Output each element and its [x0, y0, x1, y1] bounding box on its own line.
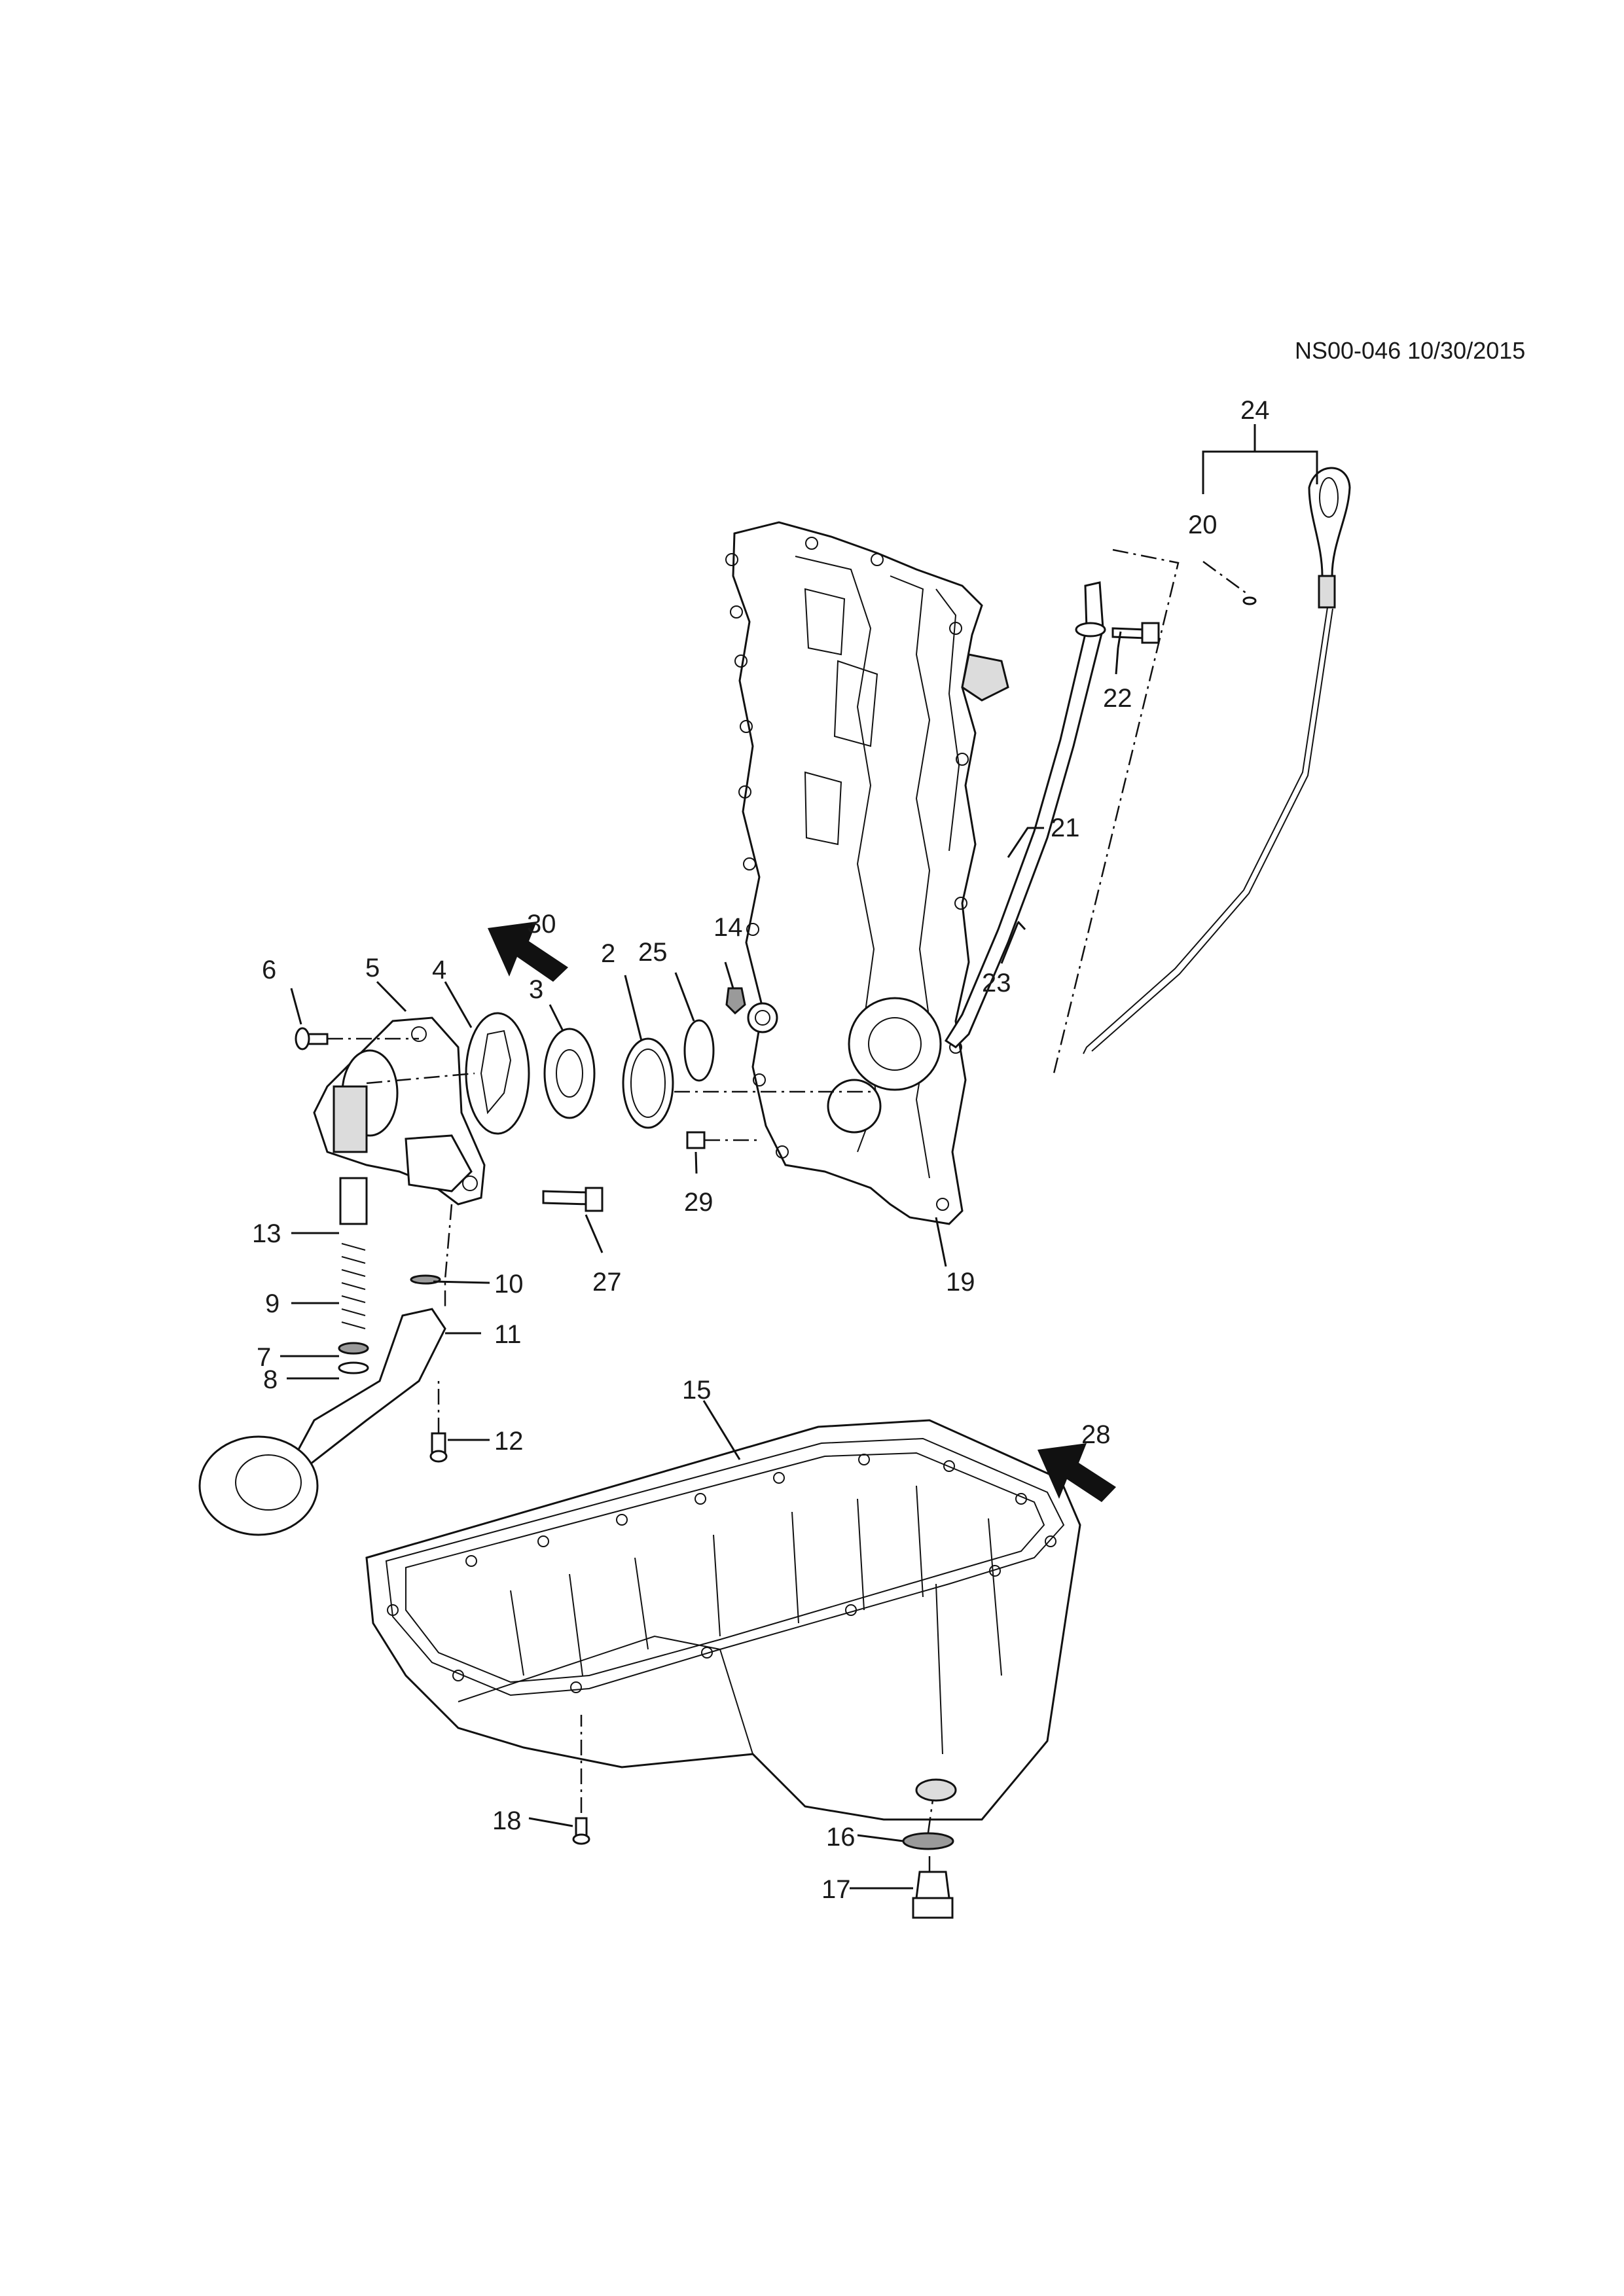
callout-14: 14 — [713, 913, 743, 942]
o-ring — [683, 1019, 715, 1082]
callout-23: 23 — [982, 969, 1011, 997]
view-arrow-28 — [1038, 1443, 1116, 1502]
callout-25: 25 — [638, 938, 668, 967]
o-ring-23 — [1017, 920, 1026, 931]
callout-5: 5 — [365, 954, 380, 982]
callout-12: 12 — [494, 1427, 524, 1456]
callout-28: 28 — [1081, 1420, 1111, 1449]
callout-16: 16 — [826, 1823, 856, 1852]
relief-valve-assembly — [338, 1177, 369, 1374]
plug-14 — [725, 987, 746, 1015]
callout-7: 7 — [257, 1343, 271, 1372]
pump-screw — [295, 1027, 329, 1050]
drain-plug-gasket — [902, 1832, 954, 1850]
gauge-alignment-line — [1053, 548, 1180, 1074]
oil-pan — [365, 1419, 1081, 1821]
callout-27: 27 — [592, 1268, 622, 1297]
callout-10: 10 — [494, 1270, 524, 1299]
crankshaft-front-oil-seal — [622, 1037, 674, 1129]
diagram-id: NS00-046 10/30/2015 — [1295, 337, 1525, 364]
callout-9: 9 — [265, 1289, 280, 1318]
oil-strainer — [198, 1274, 446, 1536]
view-arrow-30 — [488, 922, 568, 982]
oil-level-gauge — [1083, 467, 1351, 1054]
callout-22: 22 — [1103, 684, 1132, 713]
callout-24: 24 — [1240, 396, 1270, 425]
callout-17: 17 — [821, 1875, 851, 1904]
strainer-bolt — [429, 1432, 448, 1463]
o-ring-20 — [1242, 596, 1257, 605]
oil-pump-drive-rotor — [465, 1012, 530, 1135]
callout-20: 20 — [1188, 511, 1218, 539]
oil-pump-body — [313, 1016, 486, 1206]
callout-18: 18 — [492, 1806, 522, 1835]
callout-11: 11 — [494, 1320, 522, 1349]
oil-pan-bolt — [572, 1817, 590, 1845]
pin-29 — [686, 1131, 706, 1149]
callout-6: 6 — [262, 956, 276, 984]
callout-19: 19 — [946, 1268, 975, 1297]
callout-13: 13 — [252, 1219, 281, 1248]
leader-lines — [280, 424, 1318, 1890]
oil-level-gauge-guide — [944, 581, 1106, 1049]
callout-21: 21 — [1051, 814, 1080, 842]
timing-chain-cover — [725, 521, 1009, 1225]
callout-8: 8 — [263, 1365, 278, 1394]
drain-plug — [912, 1871, 954, 1919]
callout-29: 29 — [684, 1188, 713, 1217]
callout-15: 15 — [682, 1376, 712, 1405]
callout-2: 2 — [601, 939, 615, 968]
oil-pump-driven-rotor — [543, 1028, 596, 1119]
guide-bolt — [1111, 622, 1160, 644]
callout-30: 30 — [527, 910, 556, 939]
callout-3: 3 — [529, 975, 543, 1004]
callout-4: 4 — [432, 956, 446, 984]
stud-bolt — [542, 1187, 604, 1212]
